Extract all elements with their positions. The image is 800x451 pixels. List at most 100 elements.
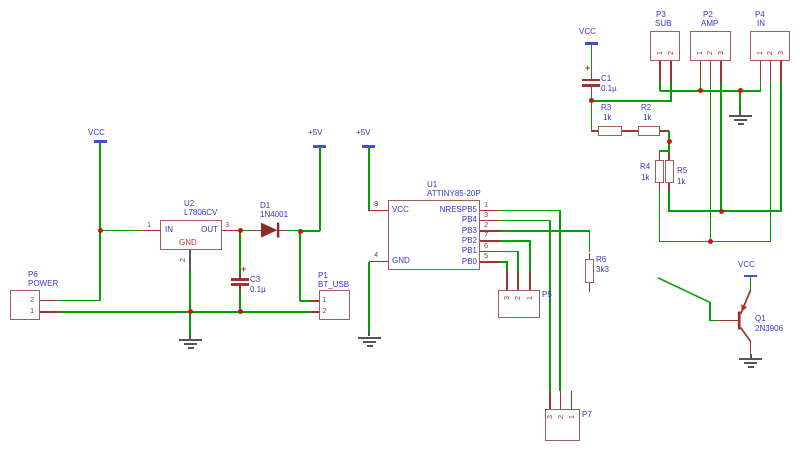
c1-capacitor-symbol xyxy=(582,83,600,87)
wire-segment xyxy=(299,231,301,301)
wire-segment xyxy=(60,311,310,313)
pin-stub xyxy=(239,272,241,278)
vcc-label: VCC xyxy=(738,260,755,269)
pin-stub xyxy=(769,61,772,82)
u1-pin-number: 3 xyxy=(484,209,489,219)
gnd-symbol xyxy=(366,344,373,347)
wire-segment xyxy=(659,150,670,152)
q1-transistor-symbol xyxy=(737,289,752,342)
junction-dot xyxy=(297,228,303,234)
u1-pin-name: PB1 xyxy=(461,246,477,256)
c1-value-label: 0.1µ xyxy=(601,84,617,93)
r3-value-label: 1k xyxy=(603,113,612,122)
wire-segment xyxy=(517,250,519,271)
pin-stub xyxy=(588,252,591,260)
pin-stub xyxy=(759,61,762,82)
wire-segment xyxy=(720,82,722,211)
pin-stub xyxy=(570,391,573,409)
wire-segment xyxy=(300,300,310,302)
pin-stub xyxy=(660,130,669,132)
c1-ref-label: C1 xyxy=(601,74,612,83)
pin-stub xyxy=(40,299,60,302)
gnd-symbol xyxy=(183,342,197,345)
wire-segment xyxy=(500,219,550,222)
u2-pin-name-gnd: GND xyxy=(179,238,197,247)
pin-stub xyxy=(480,250,500,253)
wire-segment xyxy=(658,192,661,241)
junction-dot xyxy=(666,138,672,144)
plus5v-label: +5V xyxy=(308,128,323,137)
pin-stub xyxy=(780,61,782,82)
u1-pin-name: NRESPB5 xyxy=(439,205,477,214)
u1-pin-number: 5 xyxy=(484,251,489,261)
pin-stub xyxy=(588,282,591,292)
p3-value-label: SUB xyxy=(655,19,672,28)
q1-ref-label: Q1 xyxy=(755,314,766,323)
p7-pin-number: 1 xyxy=(566,414,576,420)
p2-pin-number: 1 xyxy=(694,50,704,56)
wire-segment xyxy=(506,261,508,271)
pin-stub xyxy=(670,61,672,82)
wire-segment xyxy=(500,209,560,212)
pin-stub xyxy=(718,319,738,322)
r4-value-label: 1k xyxy=(641,173,650,182)
r6-value-label: 3k3 xyxy=(596,265,609,274)
p5-ref-label: P5 xyxy=(542,290,552,299)
wire-segment xyxy=(239,291,241,312)
pin-stub xyxy=(659,61,661,82)
wire-segment xyxy=(60,299,100,302)
junction-dot xyxy=(708,238,714,244)
p7-pin-number: 2 xyxy=(555,414,565,420)
p4-pin-number: 3 xyxy=(775,50,785,56)
u1-pin-number: 6 xyxy=(484,240,489,250)
wire-segment xyxy=(709,319,719,322)
pin-stub xyxy=(310,311,319,313)
junction-dot xyxy=(237,228,243,233)
p3-pin-number: 2 xyxy=(665,50,675,56)
pin-stub xyxy=(480,240,500,242)
p5-pin-number: 3 xyxy=(502,295,511,301)
gnd-stem xyxy=(749,353,752,358)
r6-ref-label: R6 xyxy=(596,255,607,264)
u1-pin-name: VCC xyxy=(392,205,409,214)
plus5v-power-symbol xyxy=(313,145,327,148)
wire-segment xyxy=(500,230,590,232)
gnd-symbol xyxy=(728,115,752,118)
vcc-power-symbol xyxy=(744,274,758,277)
pin-stub xyxy=(529,271,531,290)
pin-stub xyxy=(749,341,752,354)
junction-dot xyxy=(697,88,703,94)
wire-segment xyxy=(769,82,772,241)
pin-stub xyxy=(480,219,500,222)
c3-value-label: 0.1µ xyxy=(250,285,266,294)
r3-ref-label: R3 xyxy=(601,103,612,112)
junction-dot xyxy=(588,98,594,104)
p2-connector-body xyxy=(690,31,731,61)
wire-segment xyxy=(709,82,712,241)
p5-pin-number: 2 xyxy=(513,295,522,301)
wire-segment xyxy=(300,230,320,232)
pin-stub xyxy=(699,61,702,82)
junction-dot xyxy=(237,309,243,315)
gnd-symbol xyxy=(178,338,202,341)
pin-stub xyxy=(622,130,638,132)
wire-segment xyxy=(749,277,752,290)
u2-regulator-body xyxy=(160,220,222,250)
p1-pin-number: 1 xyxy=(322,294,327,304)
u1-pin-name: PB0 xyxy=(461,256,477,266)
p5-pin-number: 1 xyxy=(525,295,534,301)
wire-segment xyxy=(590,101,593,131)
wire-segment xyxy=(590,44,593,73)
wire-segment xyxy=(189,270,191,312)
p4-pin-number: 1 xyxy=(754,50,764,56)
junction-dot xyxy=(737,88,743,94)
wire-segment xyxy=(101,229,140,232)
wire-segment xyxy=(699,82,702,91)
c1-capacitor-symbol xyxy=(582,78,600,82)
d1-ref-label: D1 xyxy=(260,201,271,210)
c3-capacitor-symbol xyxy=(231,278,249,281)
r4-ref-label: R4 xyxy=(640,162,651,171)
pin-stub xyxy=(480,209,500,212)
p6-pin-number: 2 xyxy=(30,294,35,304)
